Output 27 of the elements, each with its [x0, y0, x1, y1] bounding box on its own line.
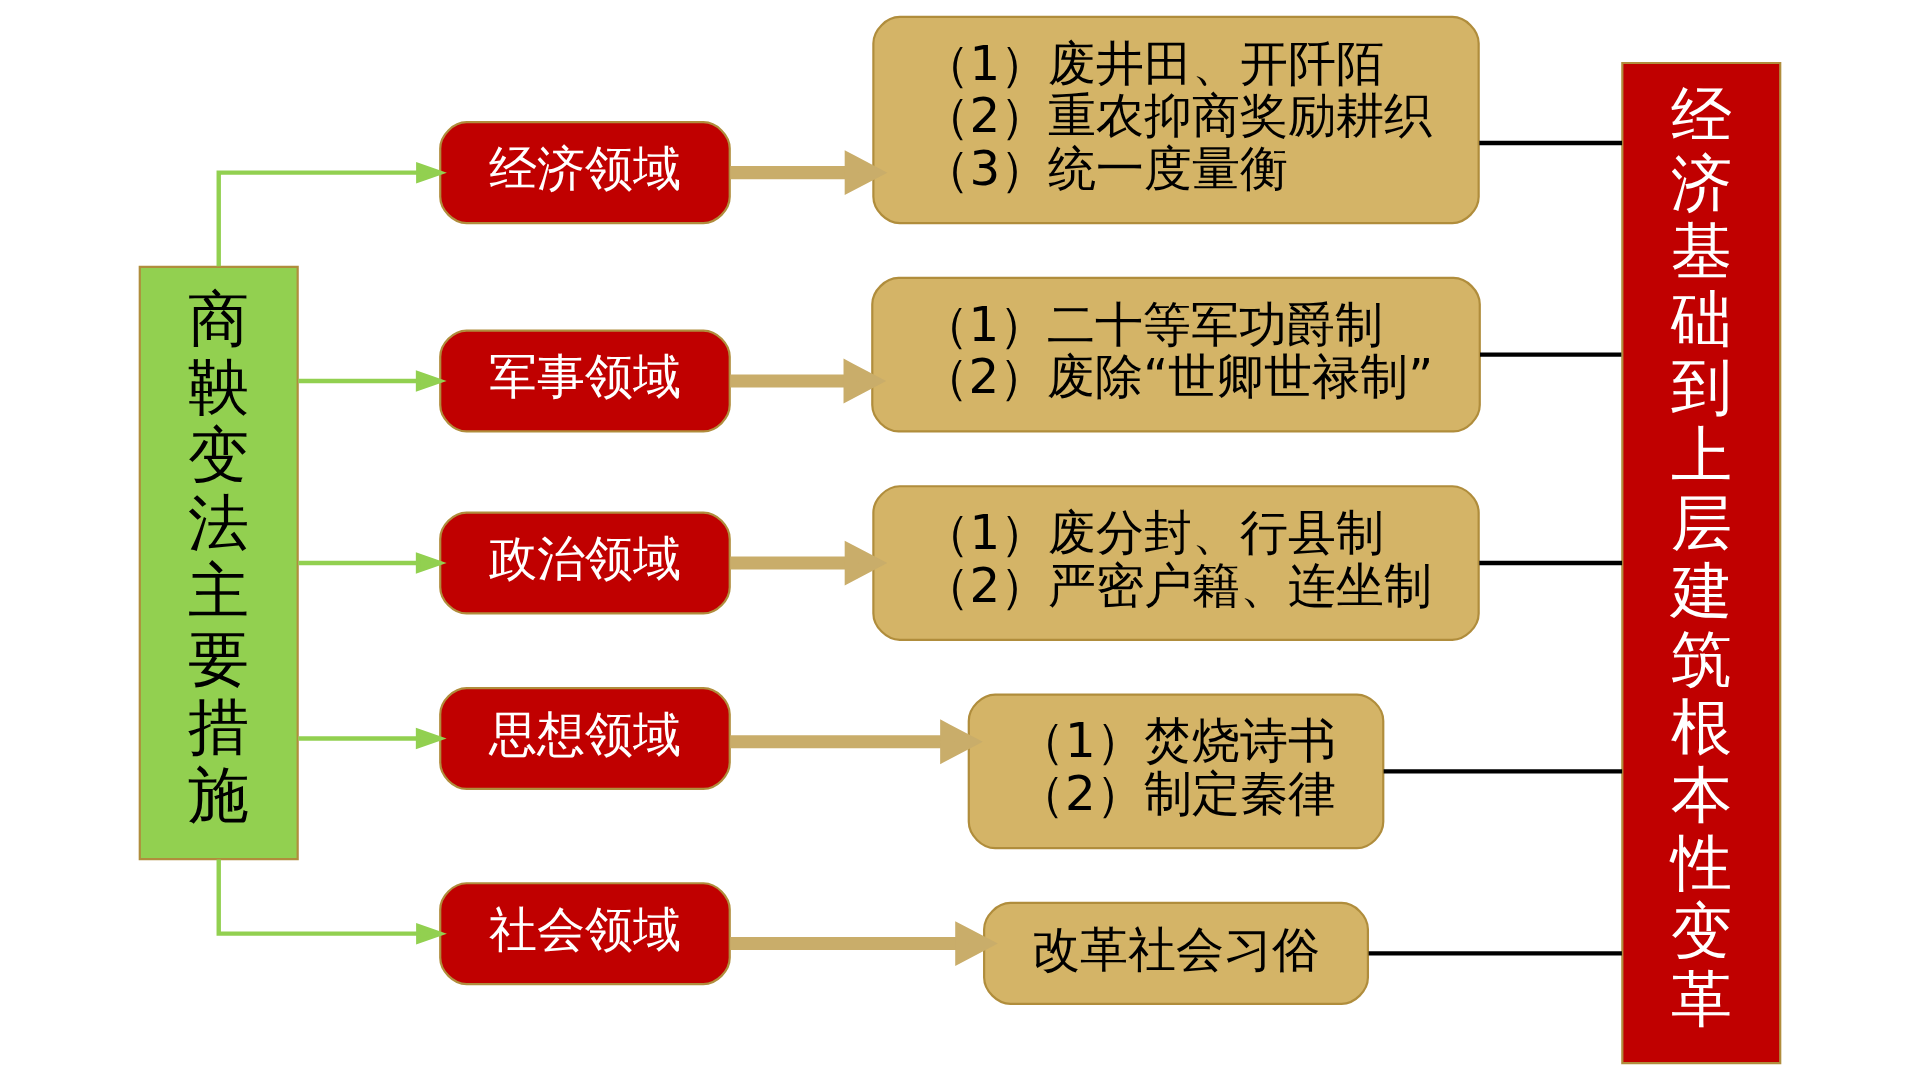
arrow	[730, 921, 998, 966]
connector	[1383, 769, 1623, 774]
arrow	[730, 719, 983, 765]
arrow	[216, 161, 447, 267]
node-box: 经济基础到上层建筑根本性变革	[1621, 61, 1782, 1065]
arrow	[216, 859, 447, 945]
arrow	[730, 358, 887, 404]
node-box: 思想领域	[439, 686, 731, 790]
node-box: 政治领域	[439, 511, 731, 615]
node-box: 军事领域	[439, 329, 731, 433]
node-box: （1）二十等军功爵制 （2）废除“世卿世禄制”	[871, 276, 1481, 433]
node-box: 改革社会习俗	[983, 901, 1369, 1005]
connector	[1480, 352, 1622, 357]
node-box: 社会领域	[439, 882, 731, 986]
node-box: 经济领域	[439, 121, 731, 225]
arrow	[730, 150, 888, 196]
node-box: （1）焚烧诗书 （2）制定秦律	[967, 693, 1385, 850]
arrow	[298, 727, 447, 750]
connector	[1368, 951, 1622, 956]
node-box: （1）废井田、开阡陌 （2）重农抑商奖励耕织 （3）统一度量衡	[872, 15, 1480, 225]
arrow	[298, 552, 447, 574]
arrow	[730, 540, 888, 586]
node-box: （1）废分封、行县制 （2）严密户籍、连坐制	[872, 485, 1480, 641]
connector	[1479, 140, 1623, 146]
arrow	[298, 370, 447, 392]
node-box: 商鞅变法主要措施	[138, 265, 299, 861]
connector	[1479, 560, 1623, 566]
